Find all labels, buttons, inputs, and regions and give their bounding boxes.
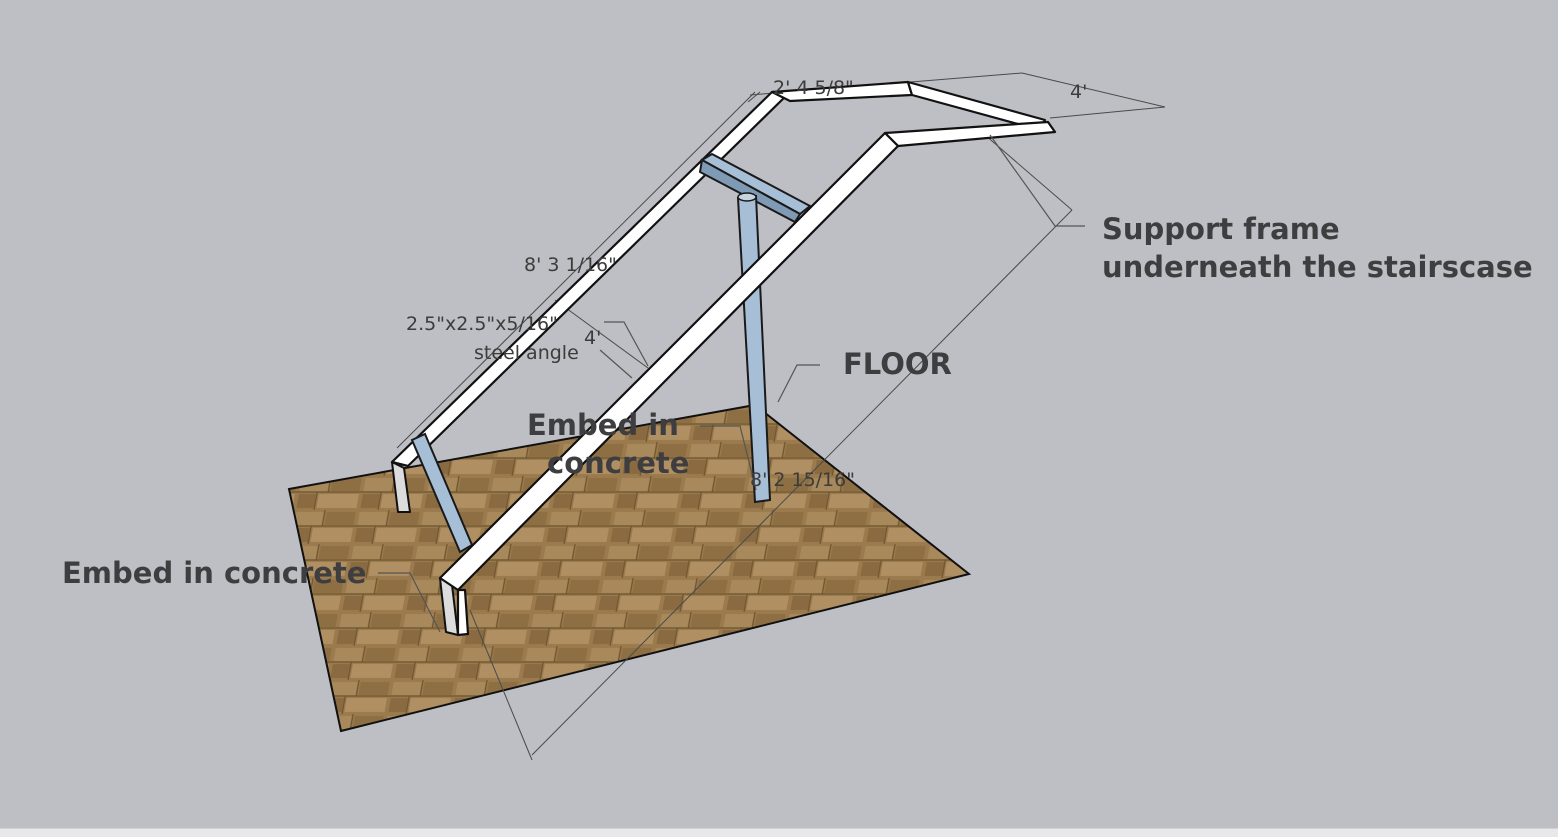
right-rail-length-dim: 8' 2 15/16"	[750, 469, 855, 491]
steel-size-label: 2.5"x2.5"x5/16"	[406, 313, 558, 335]
status-bar	[0, 828, 1558, 837]
right-rail	[438, 131, 900, 637]
top-depth-dim: 4'	[1070, 81, 1087, 103]
mid-width-dim: 4'	[584, 327, 601, 349]
embed-mid-label-line2: concrete	[547, 446, 689, 480]
top-crosspiece	[883, 120, 1057, 148]
steel-type-label: steel angle	[474, 342, 579, 364]
embed-left-label: Embed in concrete	[62, 556, 366, 590]
support-frame-label-line2: underneath the stairscase	[1102, 250, 1533, 284]
left-rail	[390, 80, 1047, 513]
top-width-dim: 2' 4 5/8"	[773, 77, 854, 99]
floor-label: FLOOR	[843, 347, 952, 381]
support-frame-label-line1: Support frame	[1102, 212, 1340, 246]
upper-crossbrace	[698, 152, 812, 224]
embed-mid-label-line1: Embed in	[527, 408, 679, 442]
annotation-leaders	[378, 134, 1085, 633]
dimension-lines	[396, 72, 1166, 761]
left-rail-length-dim: 8' 3 1/16"	[524, 254, 617, 276]
